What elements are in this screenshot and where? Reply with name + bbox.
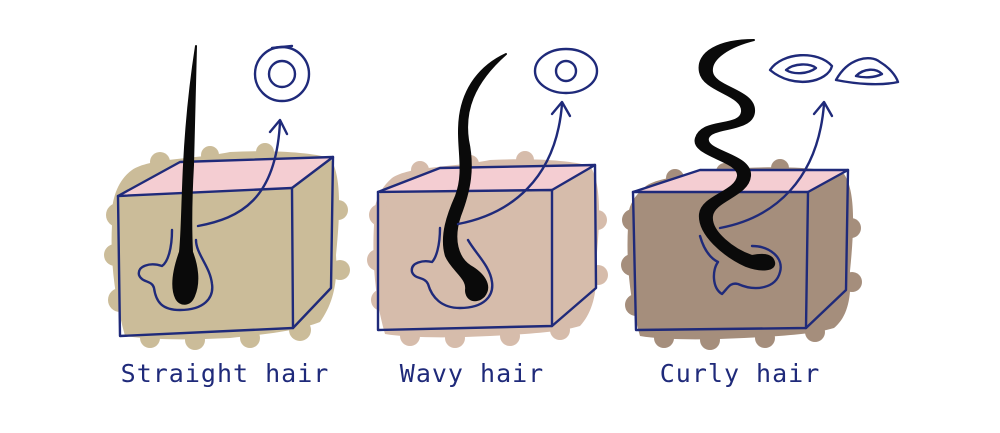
hair-curly	[694, 39, 776, 271]
panel-wavy: Wavy hair	[367, 47, 608, 388]
cross-section-round-icon	[253, 44, 311, 103]
arrowhead-wavy	[550, 100, 572, 118]
label-wavy: Wavy hair	[400, 359, 544, 388]
arrow-straight	[196, 120, 282, 228]
follicle-wavy	[410, 226, 494, 310]
panel-curly: Curly hair	[621, 39, 900, 388]
cube-outline-straight	[116, 155, 335, 338]
label-curly: Curly hair	[660, 359, 821, 388]
skin-texture-wavy	[367, 151, 608, 348]
label-straight: Straight hair	[121, 359, 330, 388]
hair-straight	[172, 45, 199, 305]
arrowhead-curly	[812, 100, 834, 118]
arrow-curly	[718, 102, 826, 230]
cross-section-oval-icon	[533, 47, 599, 95]
arrow-wavy	[456, 102, 564, 226]
panel-straight: Straight hair	[104, 44, 350, 388]
follicle-straight	[137, 228, 214, 312]
hair-wavy	[442, 53, 507, 302]
follicle-curly	[698, 234, 782, 296]
cross-section-flattened-icon	[768, 53, 900, 86]
cube-outline-wavy	[376, 163, 598, 332]
cube-outline-curly	[631, 168, 850, 332]
arrowhead-straight	[268, 118, 289, 136]
